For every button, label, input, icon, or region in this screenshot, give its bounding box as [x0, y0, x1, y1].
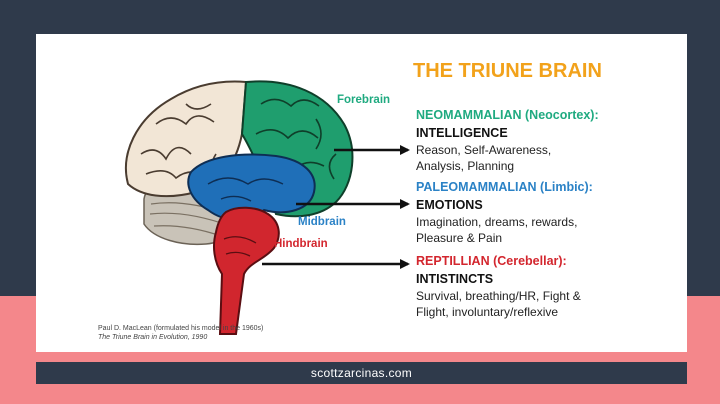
midbrain-blue-shape [187, 153, 316, 221]
section-reptilian: REPTILLIAN (Cerebellar): INTISTINCTS Sur… [416, 254, 686, 320]
citation-line-2: The Triune Brain in Evolution, 1990 [98, 334, 208, 341]
label-midbrain: Midbrain [298, 216, 346, 228]
section-neomammalian: NEOMAMMALIAN (Neocortex): INTELLIGENCE R… [416, 108, 686, 174]
section-subheading: EMOTIONS [416, 198, 483, 212]
section-heading: PALEOMAMMALIAN (Limbic): [416, 180, 593, 194]
slide-card: Forebrain Midbrain Hindbrain THE TRIUNE … [36, 34, 687, 352]
label-forebrain: Forebrain [337, 94, 390, 106]
section-heading: REPTILLIAN (Cerebellar): [416, 254, 567, 268]
section-subheading: INTISTINCTS [416, 272, 494, 286]
citation: Paul D. MacLean (formulated his model in… [98, 324, 263, 342]
cortex-beige-folds [140, 103, 222, 180]
label-hindbrain: Hindbrain [274, 238, 328, 250]
midbrain-blue-folds [207, 177, 284, 202]
section-paleomammalian: PALEOMAMMALIAN (Limbic): EMOTIONS Imagin… [416, 180, 686, 246]
section-heading: NEOMAMMALIAN (Neocortex): [416, 108, 599, 122]
hindbrain-red-shape [213, 206, 280, 335]
section-description: Imagination, dreams, rewards, Pleasure &… [416, 215, 578, 245]
footer-website[interactable]: scottzarcinas.com [36, 362, 687, 384]
section-description: Survival, breathing/HR, Fight & Flight, … [416, 289, 581, 319]
section-description: Reason, Self-Awareness, Analysis, Planni… [416, 143, 552, 173]
section-subheading: INTELLIGENCE [416, 126, 508, 140]
brain-diagram: Forebrain Midbrain Hindbrain [124, 80, 410, 335]
hindbrain-red-folds [223, 236, 257, 257]
citation-line-1: Paul D. MacLean (formulated his model in… [98, 325, 264, 332]
slide-title: THE TRIUNE BRAIN [413, 60, 602, 82]
